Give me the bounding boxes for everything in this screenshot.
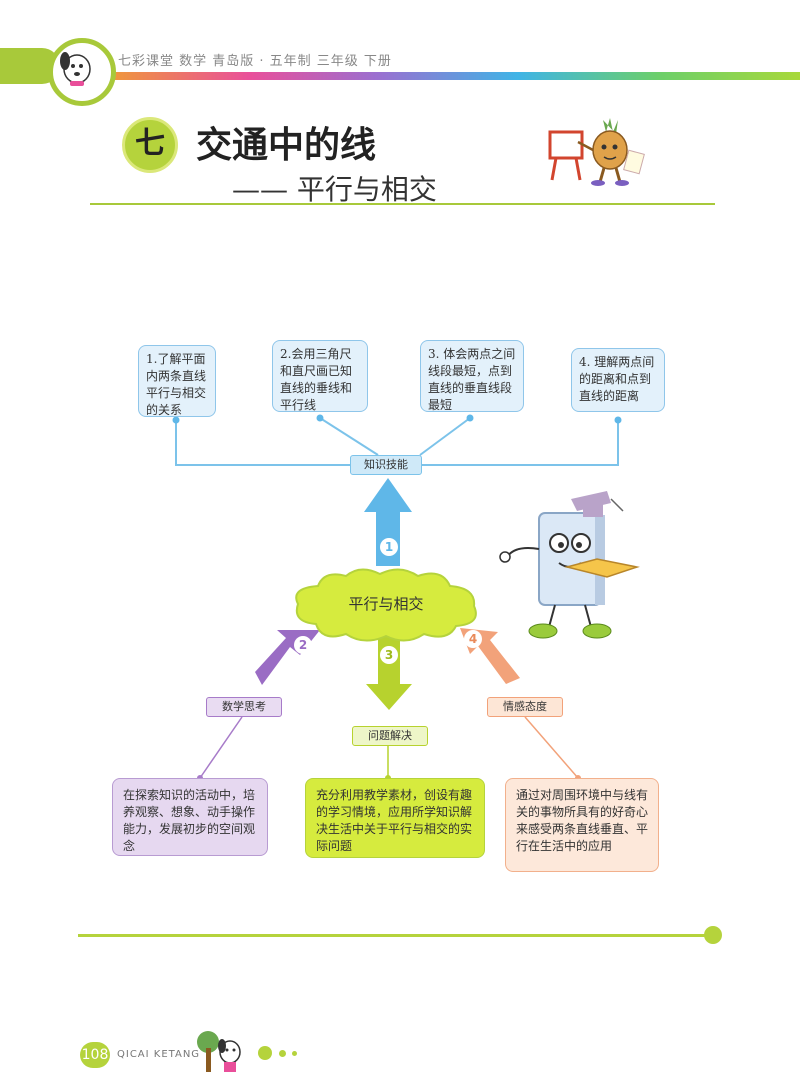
footer-dot-small — [292, 1051, 297, 1056]
knowledge-item-1: 1.了解平面内两条直线平行与相交的关系 — [138, 345, 216, 417]
pineapple-painter-icon — [548, 112, 648, 194]
tag-emotion-attitude: 情感态度 — [487, 697, 563, 717]
footer-dot-large — [258, 1046, 272, 1060]
chapter-subtitle: —— 平行与相交 — [232, 173, 437, 206]
bottom-divider — [78, 934, 710, 937]
branch-box-problem-solving: 充分利用教学素材，创设有趣的学习情境，应用所学知识解决生活中关于平行与相交的实际… — [305, 778, 485, 858]
arrow-number-3: 3 — [380, 646, 398, 664]
footer-tree-dog-icon — [194, 1030, 246, 1080]
footer-brand: QICAI KETANG — [117, 1049, 201, 1060]
center-cloud-shape — [295, 568, 477, 642]
tag-math-thinking: 数学思考 — [206, 697, 282, 717]
chapter-number-badge: 七 — [122, 117, 178, 173]
arrow-number-2: 2 — [294, 636, 312, 654]
header-rainbow-bar — [95, 72, 800, 80]
knowledge-item-2: 2.会用三角尺和直尺画已知直线的垂线和平行线 — [272, 340, 368, 412]
tag-knowledge-skills: 知识技能 — [350, 455, 422, 475]
book-mascot-icon — [495, 485, 645, 649]
branch-box-emotion-attitude: 通过对周围环境中与线有关的事物所具有的好奇心来感受两条直线垂直、平行在生活中的应… — [505, 778, 659, 872]
center-topic: 平行与相交 — [348, 595, 424, 613]
page-number: 108 — [80, 1042, 110, 1068]
tag-problem-solving: 问题解决 — [352, 726, 428, 746]
chapter-title: 交通中的线 — [196, 125, 377, 166]
branch-box-math-thinking: 在探索知识的活动中，培养观察、想象、动手操作能力，发展初步的空间观念 — [112, 778, 268, 856]
mascot-dog-icon — [48, 38, 116, 106]
arrow-number-1: 1 — [380, 538, 398, 556]
header-book-info: 七彩课堂 数学 青岛版 · 五年制 三年级 下册 — [118, 54, 392, 69]
knowledge-item-4: 4. 理解两点间的距离和点到直线的距离 — [571, 348, 665, 412]
title-divider — [90, 203, 715, 205]
arrow-number-4: 4 — [464, 630, 482, 648]
knowledge-item-3: 3. 体会两点之间线段最短，点到直线的垂直线段最短 — [420, 340, 524, 412]
bottom-divider-dot — [704, 926, 722, 944]
footer-dot-medium — [279, 1050, 286, 1057]
